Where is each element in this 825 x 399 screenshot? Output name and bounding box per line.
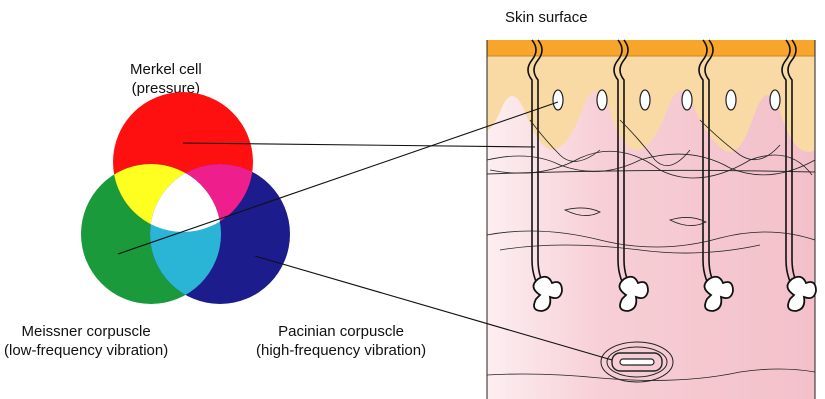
- pacinian-core: [620, 359, 654, 365]
- meissner-corpuscle: [597, 90, 607, 110]
- meissner-corpuscle: [640, 90, 650, 110]
- skin-cross-section: [487, 33, 816, 399]
- meissner-corpuscle: [682, 90, 692, 110]
- receptor-venn: [81, 92, 290, 304]
- meissner-corpuscle: [770, 90, 780, 110]
- meissner-corpuscle: [726, 90, 736, 110]
- meissner-corpuscle: [553, 90, 563, 110]
